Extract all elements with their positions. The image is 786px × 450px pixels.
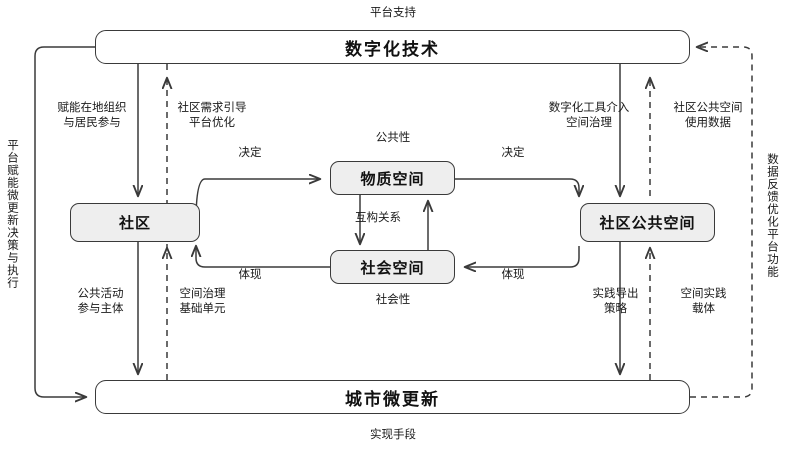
edge-label-decide-right: 决定 (501, 147, 525, 159)
edge-label-community-demand: 社区需求引导 平台优化 (177, 102, 247, 129)
caption-platform-support: 平台支持 (370, 7, 416, 19)
side-label-left-platform-empowerment: 平台赋能微更新决策与执行 (6, 139, 18, 289)
node-digital-technology[interactable]: 数字化技术 (95, 30, 690, 64)
edge-label-embody-right: 体现 (501, 269, 525, 281)
edge-label-embody-left: 体现 (238, 269, 262, 281)
node-urban-micro-renewal-label: 城市微更新 (345, 389, 440, 409)
node-digital-technology-label: 数字化技术 (345, 39, 440, 59)
node-community-public-space-label: 社区公共空间 (599, 215, 696, 232)
edge-label-public-activity-subject: 公共活动 参与主体 (77, 288, 124, 315)
node-urban-micro-renewal[interactable]: 城市微更新 (95, 380, 690, 414)
node-social-space[interactable]: 社会空间 (330, 250, 455, 284)
edge-label-mutual-construction: 互构关系 (355, 212, 401, 224)
edge-label-public-space-usage-data: 社区公共空间 使用数据 (673, 102, 743, 129)
caption-implementation-means: 实现手段 (370, 429, 416, 441)
node-community-public-space[interactable]: 社区公共空间 (580, 203, 715, 242)
edge-microrenewal-to-digitaltech-right-loop (690, 47, 753, 398)
caption-publicness: 公共性 (375, 132, 411, 144)
edge-community-to-materialspace (195, 179, 320, 223)
node-material-space[interactable]: 物质空间 (330, 161, 455, 195)
node-community-label: 社区 (118, 215, 151, 232)
edge-label-practice-strategy: 实践导出 策略 (592, 288, 639, 315)
edge-label-space-governance-unit: 空间治理 基础单元 (179, 288, 226, 315)
node-social-space-label: 社会空间 (360, 259, 425, 277)
edge-materialspace-to-publicspace (455, 178, 579, 196)
edge-label-decide-left: 决定 (238, 147, 262, 159)
edge-digitaltech-to-microrenewal-left-loop (34, 46, 95, 397)
edge-socialspace-to-community (196, 246, 330, 268)
edge-publicspace-to-socialspace (465, 246, 580, 267)
caption-sociality: 社会性 (375, 294, 411, 306)
edge-label-digital-tool-governance: 数字化工具介入 空间治理 (548, 102, 630, 129)
node-material-space-label: 物质空间 (360, 170, 425, 188)
side-label-right-data-feedback: 数据反馈优化平台功能 (766, 152, 778, 278)
edge-label-enable-local-organization: 赋能在地组织 与居民参与 (57, 102, 127, 129)
edge-label-space-practice-carrier: 空间实践 载体 (680, 288, 727, 315)
node-community[interactable]: 社区 (70, 203, 200, 242)
